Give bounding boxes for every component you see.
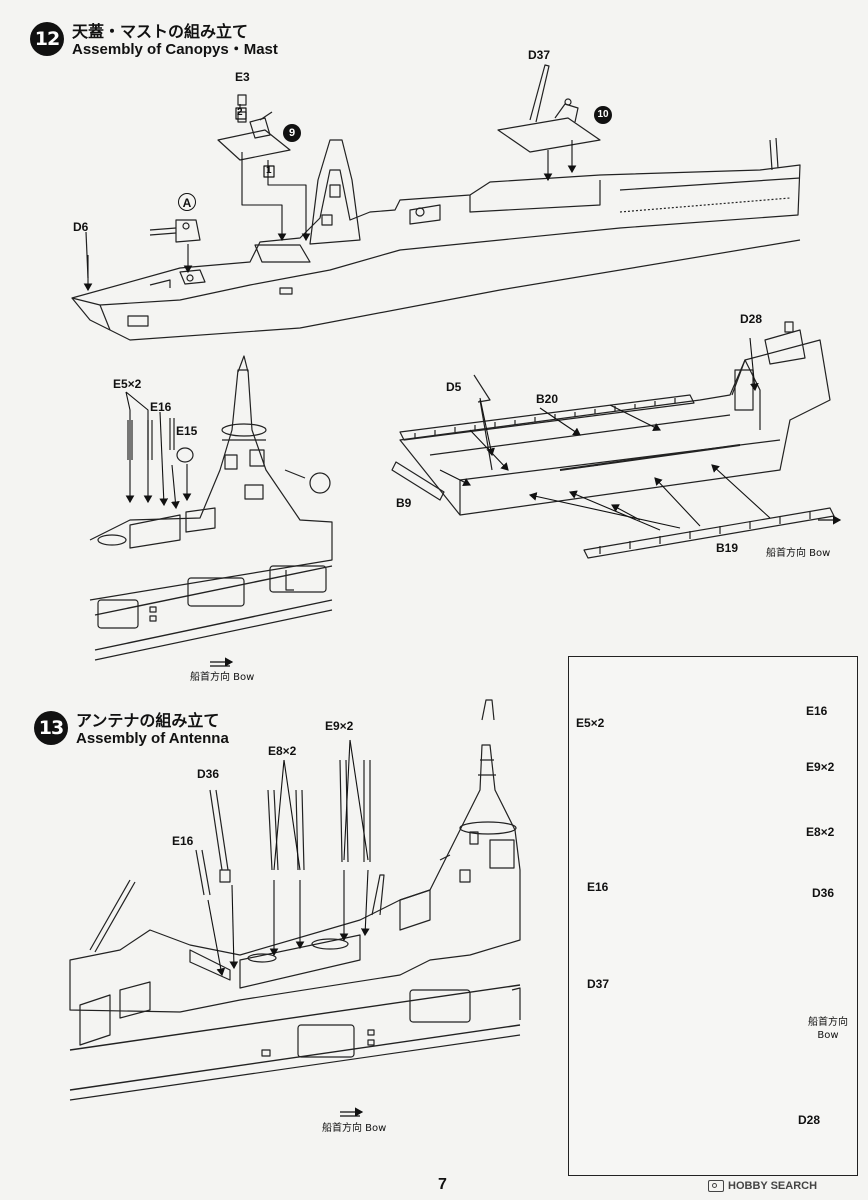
inset-label-d36: D36 <box>812 886 835 900</box>
mast-detail-view <box>89 355 333 661</box>
antenna-assembly-view <box>69 699 521 1101</box>
part-e16 <box>195 849 211 896</box>
label-d28: D28 <box>740 312 763 326</box>
bow-direction-step13: 船首方向 Bow <box>322 1123 387 1134</box>
deck-detail-view <box>399 321 831 516</box>
label-b19: B19 <box>716 541 739 555</box>
label-e15: E15 <box>176 424 198 438</box>
gun-turret-a <box>149 219 201 243</box>
step-13-title-en: Assembly of Antenna <box>76 730 229 748</box>
label-e3: E3 <box>235 70 250 84</box>
label-e16-step13: E16 <box>172 834 194 848</box>
label-e8x2: E8×2 <box>268 744 297 758</box>
part-d36 <box>209 789 229 871</box>
label-b9: B9 <box>396 496 412 510</box>
step-13-header: 13 アンテナの組み立て Assembly of Antenna <box>34 711 229 748</box>
ref-circle-9: 9 <box>283 124 301 142</box>
step-13-title-jp: アンテナの組み立て <box>76 711 220 730</box>
label-d37: D37 <box>528 48 551 62</box>
label-e16: E16 <box>150 400 172 414</box>
inset-top-view-box <box>568 656 858 1176</box>
page-number: 7 <box>438 1176 447 1193</box>
inset-label-e9x2: E9×2 <box>806 760 835 774</box>
watermark: HOBBY SEARCH <box>708 1180 817 1192</box>
camera-icon <box>708 1180 724 1192</box>
part-b9 <box>391 461 445 501</box>
ref-circle-10: 10 <box>594 106 612 124</box>
inset-label-d37: D37 <box>587 977 610 991</box>
label-d36: D36 <box>197 767 220 781</box>
part-e3-canopy <box>217 94 291 161</box>
step-13-number: 13 <box>34 711 68 745</box>
step-12-number: 12 <box>30 22 64 56</box>
label-e5x2: E5×2 <box>113 377 142 391</box>
step-12-header: 12 天蓋・マストの組み立て Assembly of Canopys・Mast <box>30 22 278 59</box>
bow-direction-right: 船首方向 Bow <box>766 548 831 559</box>
step-12-title-jp: 天蓋・マストの組み立て <box>72 22 249 41</box>
label-e9x2: E9×2 <box>325 719 354 733</box>
inset-label-e8x2: E8×2 <box>806 825 835 839</box>
inset-label-d28: D28 <box>798 1113 821 1127</box>
inset-label-e16-b: E16 <box>587 880 609 894</box>
watermark-text: HOBBY SEARCH <box>728 1180 818 1192</box>
label-d5: D5 <box>446 380 462 394</box>
label-d6: D6 <box>73 220 89 234</box>
inset-bow-direction: 船首方向 Bow <box>808 1017 848 1041</box>
inset-label-e5x2: E5×2 <box>576 716 605 730</box>
label-b20: B20 <box>536 392 559 406</box>
step-12-title-en: Assembly of Canopys・Mast <box>72 41 278 59</box>
ref-box-2: 2 <box>237 107 243 118</box>
part-b20-rail <box>399 394 695 441</box>
ref-circle-a: A <box>178 193 196 211</box>
ref-box-1: 1 <box>266 165 272 176</box>
part-d37-deck <box>497 64 601 153</box>
inset-label-e16: E16 <box>806 704 828 718</box>
ship-hull-top <box>71 137 801 341</box>
bow-direction-left: 船首方向 Bow <box>190 672 255 683</box>
